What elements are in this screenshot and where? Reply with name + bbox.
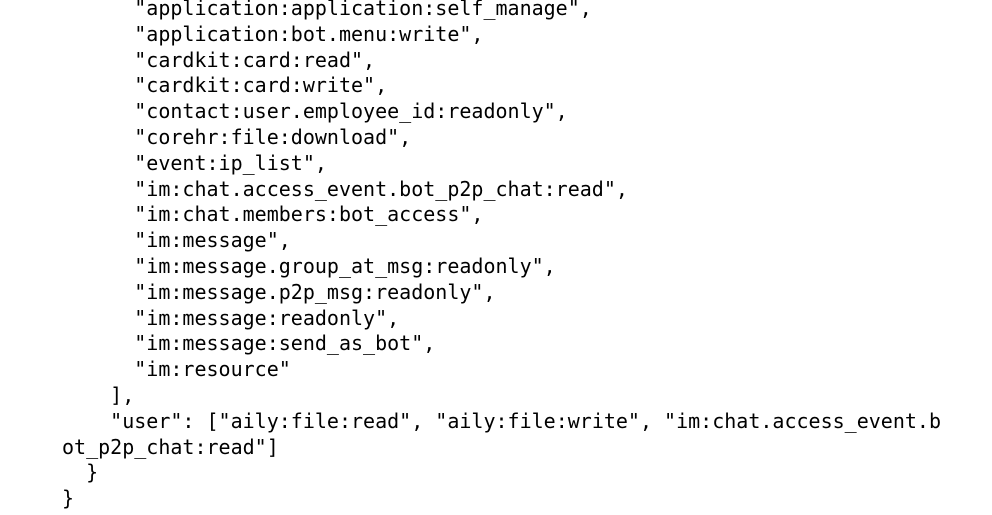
code-line: "im:message", (62, 228, 291, 253)
code-line: "event:ip_list", (62, 150, 327, 175)
code-line: "application:application:self_manage", (62, 0, 592, 20)
code-line: "cardkit:card:write", (62, 73, 388, 98)
code-line: "im:message.group_at_msg:readonly", (62, 253, 556, 278)
code-line: "im:message:send_as_bot", (62, 331, 436, 356)
code-line: "application:bot.menu:write", (62, 21, 484, 46)
json-code-block: "application:application:self_manage", "… (62, 0, 942, 512)
code-line: "corehr:file:download", (62, 124, 412, 149)
code-line: "im:chat.access_event.bot_p2p_chat:read"… (62, 176, 628, 201)
code-line: "user": ["aily:file:read", "aily:file:wr… (62, 408, 942, 459)
code-line: "contact:user.employee_id:readonly", (62, 99, 568, 124)
code-line: "cardkit:card:read", (62, 47, 376, 72)
code-line: } (62, 460, 99, 485)
code-line: "im:message.p2p_msg:readonly", (62, 279, 496, 304)
code-line: } (62, 486, 75, 511)
code-line: "im:message:readonly", (62, 305, 400, 330)
code-line: "im:resource" (62, 357, 291, 382)
code-line: ], (62, 382, 135, 407)
code-line: "im:chat.members:bot_access", (62, 202, 484, 227)
